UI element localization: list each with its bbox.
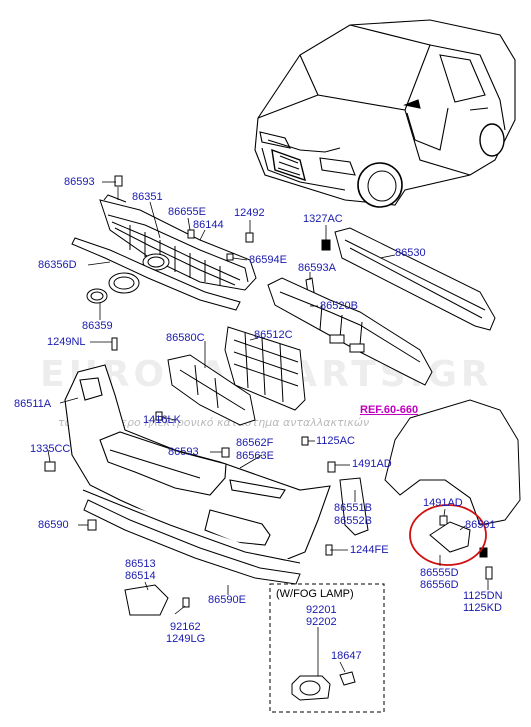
label-86520B: 86520B [320,300,358,312]
label-86555D: 86555D [420,567,459,579]
fog-cover [124,584,169,616]
car-illustration [254,19,516,208]
label-1249LG: 1249LG [166,633,206,645]
emblem [108,272,140,294]
label-1491AD-a: 1491AD [352,458,392,470]
label-86655E: 86655E [168,206,206,218]
label-1125KD: 1125KD [463,602,502,614]
fog-lamp [291,671,356,701]
label-86552B: 86552B [334,515,372,527]
label-18647: 18647 [331,650,362,662]
label-92162: 92162 [170,621,201,633]
label-1244FE: 1244FE [350,544,389,556]
label-86513: 86513 [125,558,156,570]
label-86563E: 86563E [236,450,274,462]
grille-molding [71,237,241,311]
label-86590E: 86590E [208,594,246,606]
label-86593-top: 86593 [64,176,95,188]
label-86580C: 86580C [166,332,205,344]
label-86556D: 86556D [420,579,459,591]
label-86594E: 86594E [249,254,287,266]
label-1491AD-b: 1491AD [423,497,463,509]
label-12492: 12492 [234,207,265,219]
label-86144: 86144 [193,219,224,231]
lower-molding [83,499,301,585]
label-86590: 86590 [38,519,69,531]
label-86551B: 86551B [334,502,372,514]
lower-grille [224,326,306,411]
leader-lines [47,181,489,676]
label-86593-mid: 86593 [168,446,199,458]
label-86591: 86591 [465,519,496,531]
front-fender [384,399,521,526]
reference-link[interactable]: REF.60-660 [360,404,419,416]
center-bracket [167,354,256,426]
label-86512C: 86512C [254,329,293,341]
label-86359: 86359 [82,320,113,332]
fog-lamp-box [269,583,385,713]
label-86351: 86351 [132,191,163,203]
label-86530: 86530 [395,247,426,259]
fasteners [44,175,493,608]
side-bracket-left [339,477,369,536]
label-86511A: 86511A [14,398,52,410]
radiator-grille [99,194,257,291]
label-86356D: 86356D [38,259,77,271]
label-1416LK: 1416LK [143,414,181,426]
front-bumper-cover [64,364,331,564]
label-86562F: 86562F [236,437,274,449]
energy-absorber [267,277,433,386]
label-86593A: 86593A [298,262,336,274]
fog-lamp-box-title: (W/FOG LAMP) [276,588,354,600]
label-1335CC: 1335CC [30,443,71,455]
label-1125DN: 1125DN [463,590,503,602]
label-92201: 92201 [306,604,337,616]
label-1327AC: 1327AC [303,213,343,225]
label-1125AC: 1125AC [316,435,355,447]
label-86514: 86514 [125,570,156,582]
highlight-circle [409,504,487,566]
bumper-beam [334,227,496,331]
label-92202: 92202 [306,616,337,628]
watermark-subtitle: το μεγαλύτερο ηλεκτρονικό κατάστημα αντα… [58,416,370,429]
label-1249NL: 1249NL [47,336,86,348]
